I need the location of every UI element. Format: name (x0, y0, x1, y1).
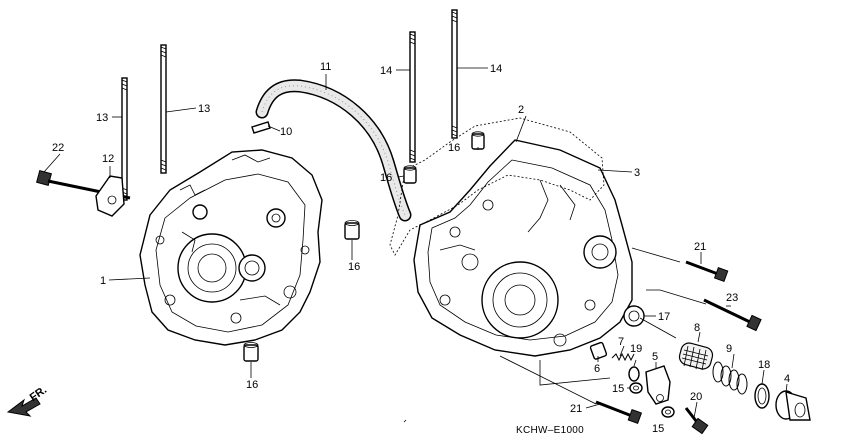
tube-clip-10 (251, 121, 271, 134)
strainer-spring-9 (712, 361, 748, 395)
callout-17: 17 (658, 311, 670, 323)
callout-8: 8 (694, 322, 700, 334)
callout-3: 3 (634, 167, 640, 179)
stud-bolt-13-left (121, 77, 128, 201)
spring-7 (611, 352, 635, 362)
callout-7: 7 (618, 336, 624, 348)
callout-5: 5 (652, 351, 658, 363)
callout-16-b: 16 (246, 379, 258, 391)
callout-21-upper: 21 (694, 241, 706, 253)
stud-bolt-14-right (451, 9, 458, 139)
dowel-pin-16-a (344, 220, 360, 240)
callout-19: 19 (630, 343, 642, 355)
callout-18: 18 (758, 359, 770, 371)
dowel-pin-16-d (403, 165, 417, 184)
callout-labels: 1 2 3 4 5 6 7 8 9 10 11 12 13 13 14 14 1… (52, 61, 790, 435)
stud-bolt-14-left (409, 31, 416, 163)
callout-14-left: 14 (380, 65, 392, 77)
left-crankcase (139, 149, 323, 346)
bolt-23 (703, 298, 762, 332)
front-direction-arrow-icon: FR. (6, 384, 49, 417)
callout-2: 2 (518, 104, 524, 116)
o-ring-19 (628, 366, 640, 382)
callout-23: 23 (726, 292, 738, 304)
washer-15-a (629, 382, 643, 394)
assembly-guide-lines (499, 247, 707, 405)
dowel-6 (589, 341, 608, 360)
callout-6: 6 (594, 363, 600, 375)
callout-13-left: 13 (96, 112, 108, 124)
callout-13-right: 13 (198, 103, 210, 115)
callout-21-lower: 21 (570, 403, 582, 415)
drawing-code: KCHW–E1000 (516, 425, 584, 436)
callout-1: 1 (100, 275, 106, 287)
dowel-pin-16-c (471, 131, 485, 150)
washer-15-b (661, 406, 675, 418)
o-ring-18 (754, 383, 770, 409)
bolt-21-upper (685, 260, 729, 283)
callout-10: 10 (280, 126, 292, 138)
callout-11: 11 (320, 61, 331, 73)
leader-lines (43, 67, 788, 423)
breather-tube-11 (255, 79, 412, 222)
callout-12: 12 (102, 153, 114, 165)
bolt-21-lower (595, 400, 643, 424)
oil-seal-17 (623, 305, 645, 327)
bolt-20 (684, 407, 709, 435)
callout-16-d: 16 (380, 172, 392, 184)
cable-clamp-12 (95, 175, 125, 217)
oil-strainer-screen-8 (678, 342, 714, 371)
callout-22: 22 (52, 142, 64, 154)
callout-9: 9 (726, 343, 732, 355)
drain-plug-cap-4 (775, 390, 811, 421)
callout-16-a: 16 (348, 261, 360, 273)
callout-20: 20 (690, 391, 702, 403)
tensioner-5 (645, 365, 671, 405)
callout-15-b: 15 (652, 423, 664, 435)
callout-15-a: 15 (612, 383, 624, 395)
callout-14-right: 14 (490, 63, 502, 75)
dowel-pin-16-b (243, 342, 259, 362)
stud-bolt-13-right (160, 44, 167, 174)
callout-16-c: 16 (448, 142, 460, 154)
crankcase-gasket-3 (389, 117, 605, 256)
right-crankcase (413, 139, 633, 357)
callout-4: 4 (784, 373, 790, 385)
